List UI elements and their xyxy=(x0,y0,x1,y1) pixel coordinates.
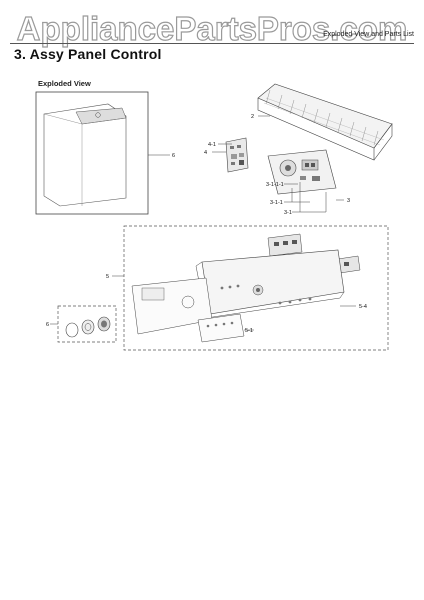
callout-board-4: 4 xyxy=(204,150,207,156)
callout-board-4-1: 4-1 xyxy=(208,142,216,148)
header-rule xyxy=(10,43,414,44)
callout-5-4: 5-4 xyxy=(359,304,367,310)
part-top-grille: 2 xyxy=(251,83,393,161)
watermark-text: AppliancePartsPros.com xyxy=(17,10,408,47)
part-knob-group: 6 xyxy=(46,305,117,343)
callout-6: 6 xyxy=(46,322,49,328)
callout-3: 3 xyxy=(347,198,350,204)
callout-5: 5 xyxy=(106,274,109,280)
exploded-view-label: Exploded View xyxy=(38,79,91,88)
callout-5-1: 5-1 xyxy=(245,328,253,334)
part-board-3: 3-1-1-1 3-1-1 3-1 3 xyxy=(266,149,350,216)
callout-washer: 6 xyxy=(172,153,175,159)
part-board-4: 4 4-1 xyxy=(204,137,249,173)
callout-3-1-1: 3-1-1 xyxy=(270,200,283,206)
watermark-logo: AppliancePartsPros.com xyxy=(16,9,408,47)
section-title: 3. Assy Panel Control xyxy=(14,46,162,62)
part-front-overlay: 5-1 xyxy=(131,277,254,343)
panel-assembly-box: 5 xyxy=(106,225,389,351)
callout-3-1: 3-1 xyxy=(284,210,292,216)
washer-reference: 6 xyxy=(35,91,175,215)
callout-panel-top: 2 xyxy=(251,114,254,120)
callout-3-1-1-1: 3-1-1-1 xyxy=(266,182,284,188)
part-key-board-upper xyxy=(267,233,303,257)
header-section-label: Exploded View and Parts List xyxy=(323,31,414,38)
